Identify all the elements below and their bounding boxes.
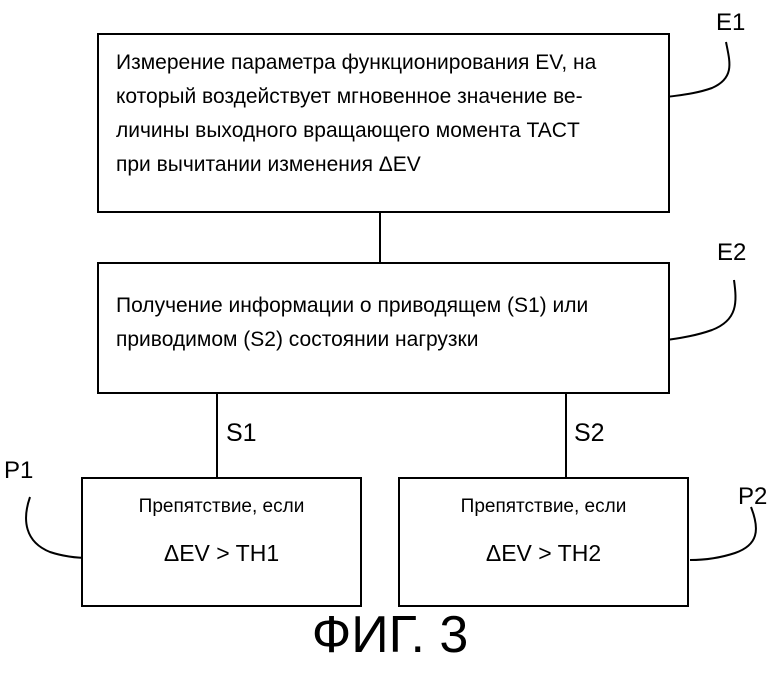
- box-e1-line-4: при вычитании изменения ΔEV: [116, 150, 421, 180]
- ref-label-e1: E1: [716, 10, 745, 36]
- figure-caption: ФИГ. 3: [300, 605, 480, 665]
- ref-label-e2: E2: [717, 240, 746, 266]
- box-e2-line-1: Получение информации о приводящем (S1) и…: [116, 291, 588, 321]
- branch-label-s2: S2: [574, 420, 605, 446]
- box-p1-line-1: Препятствие, если: [81, 492, 362, 522]
- leader-e2: [667, 280, 736, 340]
- box-e1-line-1: Измерение параметра функционирования EV,…: [116, 48, 596, 78]
- leader-p2: [690, 507, 756, 560]
- branch-label-s1: S1: [226, 420, 257, 446]
- box-p2-line-2: ΔEV > TH2: [398, 538, 689, 568]
- box-e1-line-3: личины выходного вращающего момента TACT: [116, 116, 580, 146]
- leader-e1: [667, 42, 729, 97]
- ref-label-p1: P1: [4, 458, 33, 484]
- box-e1-line-2: который воздействует мгновенное значение…: [116, 82, 583, 112]
- box-p1-line-2: ΔEV > TH1: [81, 538, 362, 568]
- box-p2-line-1: Препятствие, если: [398, 492, 689, 522]
- ref-label-p2: P2: [738, 484, 767, 510]
- box-e2-line-2: приводимом (S2) состоянии нагрузки: [116, 325, 478, 355]
